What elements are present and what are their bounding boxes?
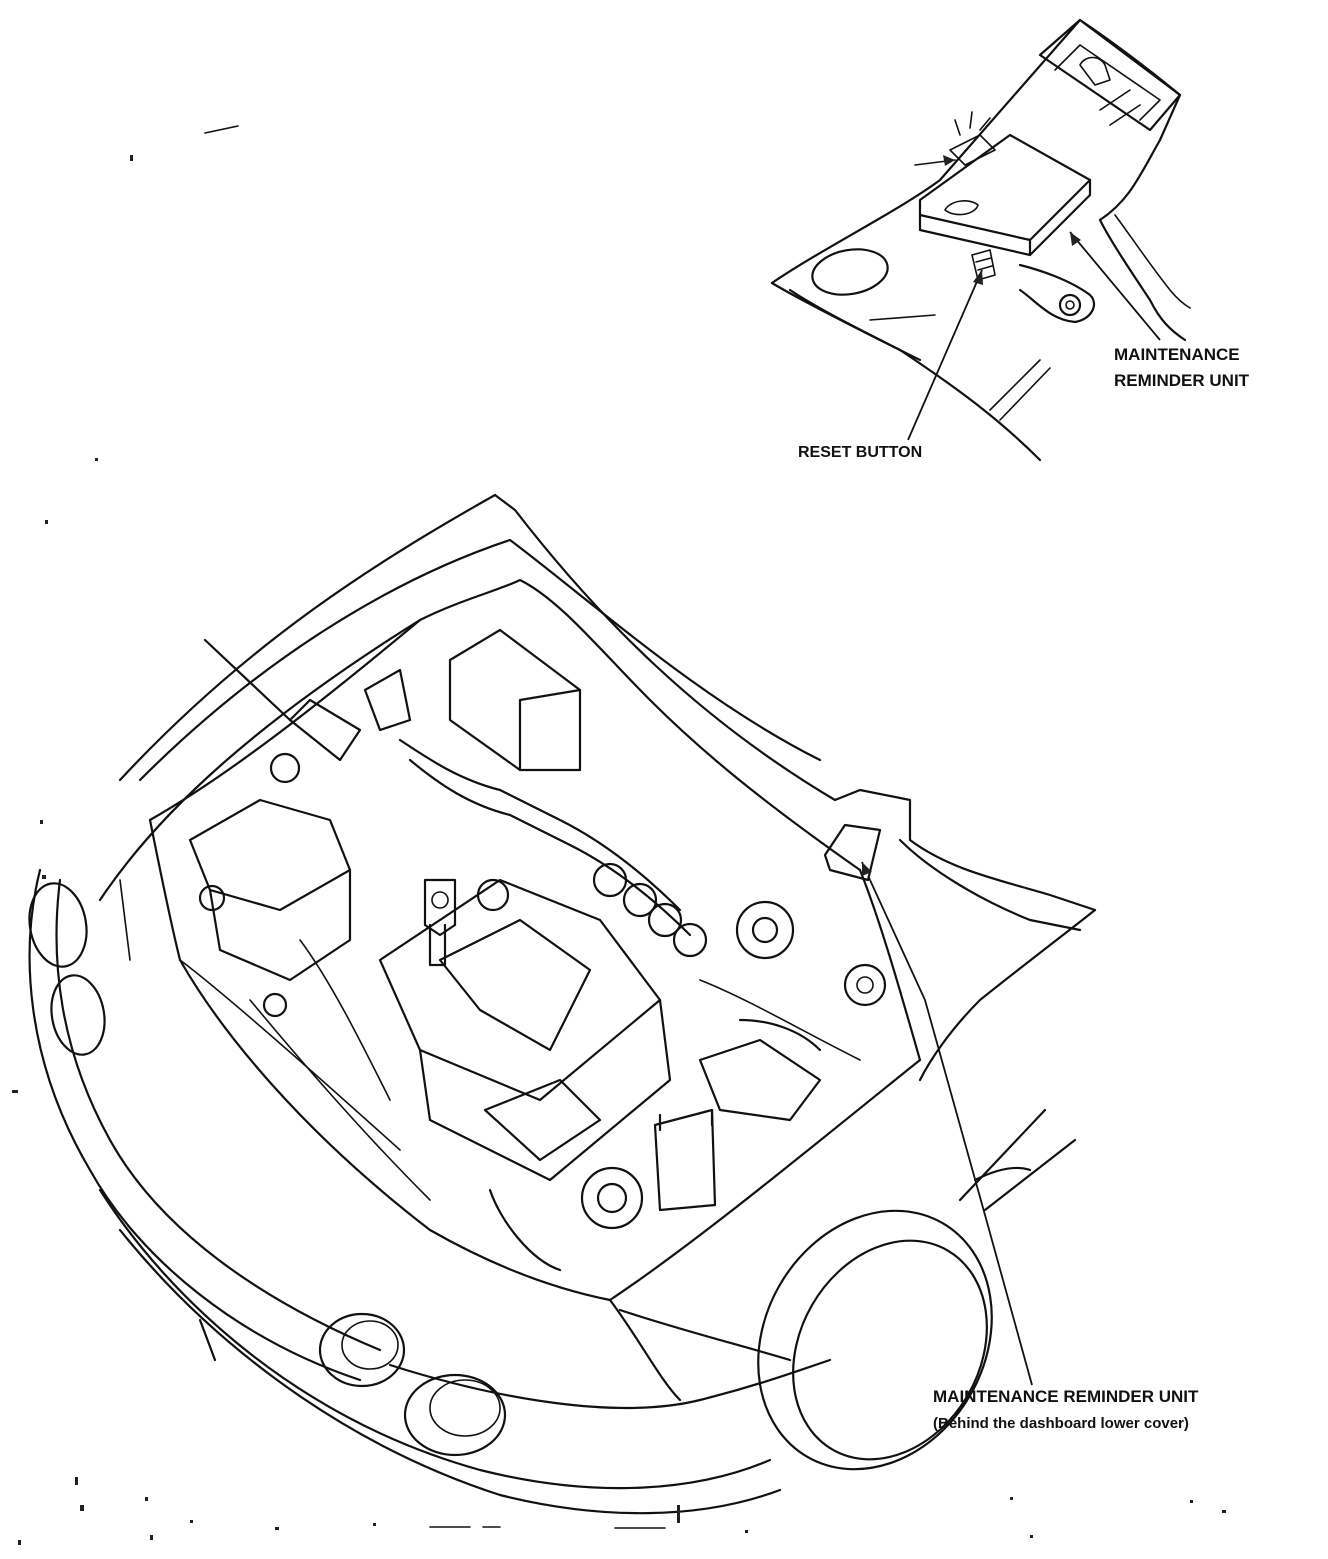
main-unit-label-line1: MAINTENANCE REMINDER UNIT [933, 1387, 1199, 1406]
inset-dashboard-view [770, 18, 1191, 462]
inset-leaders [907, 231, 1161, 441]
inset-unit-label-line1: MAINTENANCE [1114, 345, 1240, 364]
main-unit-leader [861, 861, 1033, 1386]
car-front-view [28, 493, 1097, 1515]
reset-button-label: RESET BUTTON [798, 444, 922, 461]
main-unit-label-line2: (Behind the dashboard lower cover) [933, 1415, 1189, 1432]
scan-noise [12, 125, 1226, 1545]
inset-unit-label-line2: REMINDER UNIT [1114, 371, 1250, 390]
